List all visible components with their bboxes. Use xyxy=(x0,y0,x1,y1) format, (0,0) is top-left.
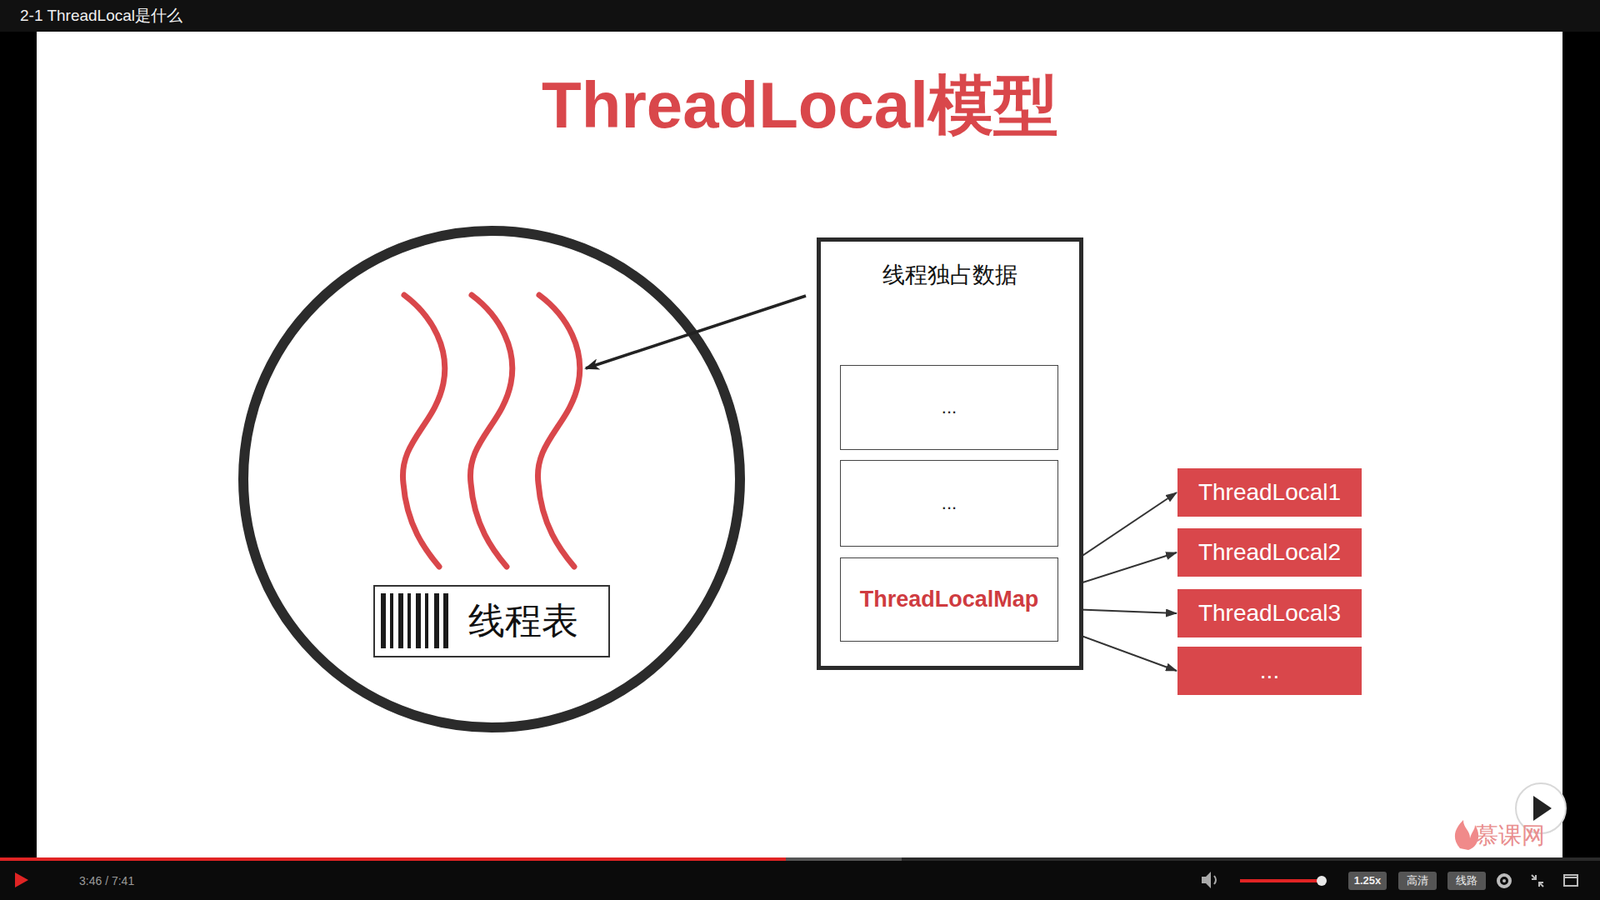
progress-track xyxy=(0,857,1600,861)
thread-circle xyxy=(243,230,740,728)
barcode-bar xyxy=(443,593,449,649)
threadlocal-box: ... xyxy=(1177,646,1362,695)
play-icon xyxy=(1533,795,1552,821)
quality-button: 高清 xyxy=(1398,871,1437,890)
barcode-bar xyxy=(398,593,404,649)
threadlocal-box: ThreadLocal2 xyxy=(1177,528,1362,577)
settings-icon xyxy=(1498,875,1510,887)
player-bar xyxy=(0,857,1600,900)
thread-wave xyxy=(402,295,445,567)
exit-fullscreen-icon xyxy=(1531,875,1544,887)
window-icon-bar xyxy=(1564,876,1578,879)
barcode-bar xyxy=(425,593,429,649)
node-text: ... xyxy=(941,396,957,419)
barcode-bar xyxy=(407,593,411,649)
thread-data-box: 线程独占数据...... ThreadLocalMap xyxy=(816,237,1084,670)
node-text: ... xyxy=(1260,656,1280,685)
barcode-icon xyxy=(380,591,455,650)
node-text: ThreadLocalMap xyxy=(860,585,1040,613)
barcode-bar xyxy=(434,593,440,649)
node-text: ThreadLocal2 xyxy=(1198,538,1341,567)
watermark: 慕课网 xyxy=(1475,821,1545,850)
barcode-bar xyxy=(390,593,394,649)
slide-title: ThreadLocal模型 xyxy=(0,66,1600,144)
threadlocal-box: ThreadLocal1 xyxy=(1177,468,1362,517)
threadlocal-box: ThreadLocal3 xyxy=(1177,589,1362,638)
volume-icon xyxy=(1201,871,1211,889)
settings-icon-center xyxy=(1502,879,1506,883)
volume-knob xyxy=(1316,875,1327,886)
thread-wave xyxy=(470,295,512,567)
player-play-icon xyxy=(15,872,29,888)
slide-ground xyxy=(36,31,1563,858)
speed-button: 1.25x xyxy=(1348,871,1387,890)
watermark-flame xyxy=(1455,820,1479,850)
time-display: 3:46 / 7:41 xyxy=(79,873,135,889)
route-button: 线路 xyxy=(1447,871,1486,890)
top-bar xyxy=(0,0,1600,32)
pointer-arrow xyxy=(585,295,806,369)
data-slot-box: ... xyxy=(840,365,1059,450)
volume-wave xyxy=(1214,875,1216,885)
barcode-bar xyxy=(415,593,421,649)
barcode-bar xyxy=(380,593,386,649)
threadlocalmap-box: ThreadLocalMap xyxy=(840,557,1059,642)
thread-wave xyxy=(537,295,580,567)
video-title: 2-1 ThreadLocal是什么 xyxy=(20,5,183,26)
volume-slider xyxy=(1240,879,1322,883)
node-text: ... xyxy=(941,492,957,515)
progress-played xyxy=(0,857,786,861)
node-text: ThreadLocal3 xyxy=(1198,599,1341,628)
progress-buffer xyxy=(785,857,902,861)
thread-table-box: 线程表 xyxy=(373,585,610,658)
node-text: ThreadLocal1 xyxy=(1198,478,1341,507)
node-text: 线程表 xyxy=(468,599,579,644)
window-icon xyxy=(1564,875,1578,886)
thread-waves xyxy=(402,295,580,567)
data-slot-box: ... xyxy=(840,460,1059,547)
node-text: 线程独占数据 xyxy=(882,261,1018,289)
